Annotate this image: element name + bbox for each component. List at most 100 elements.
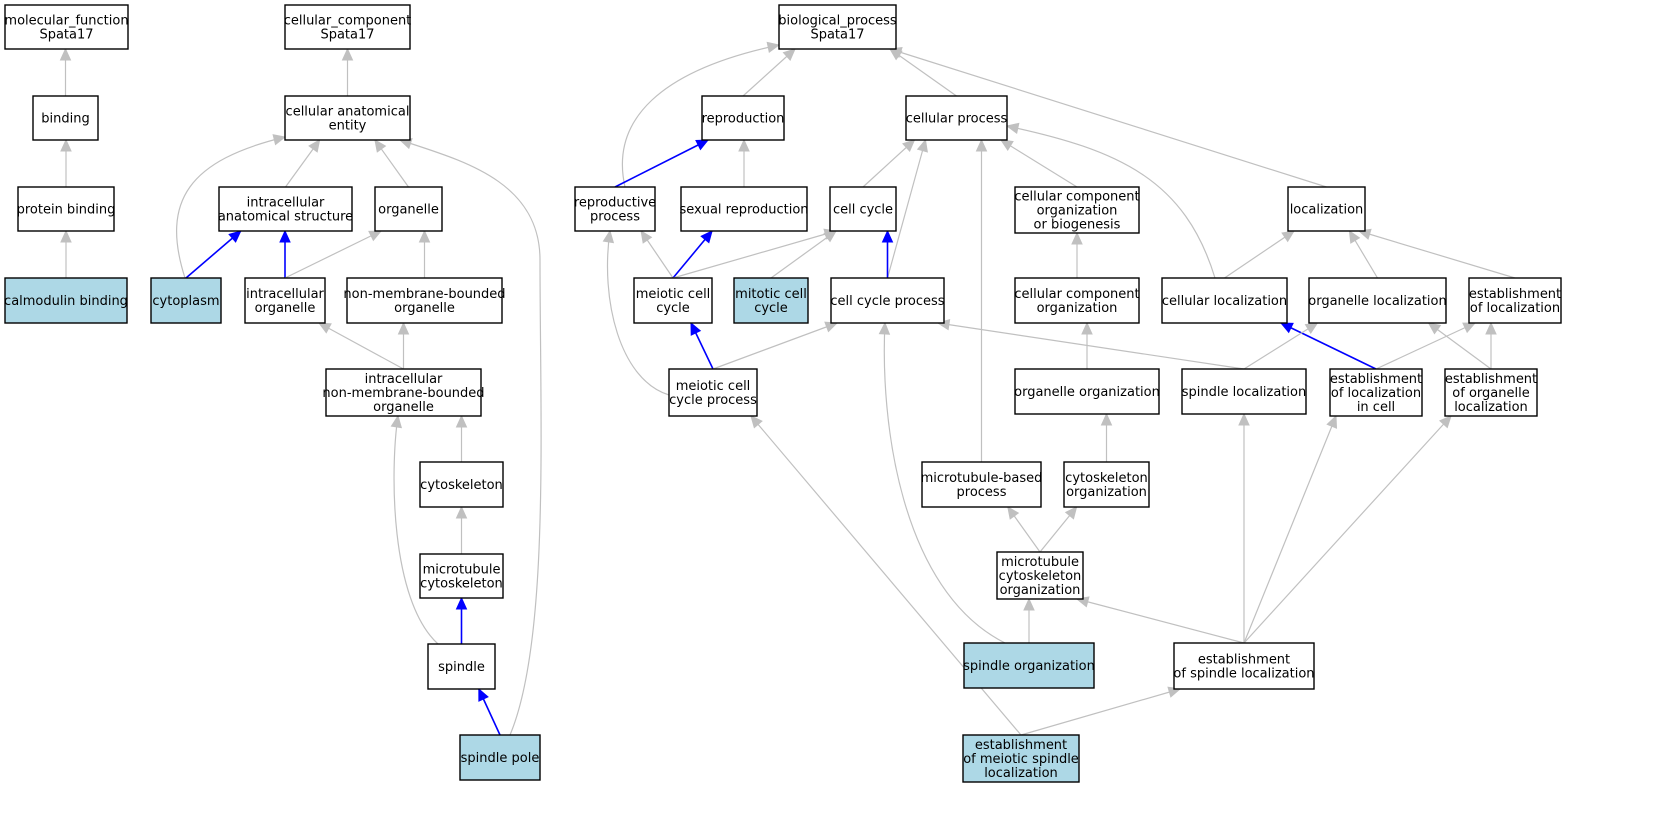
node-label: reproduction: [702, 112, 785, 127]
edge-cell_cycle_process-to-cell_cycle: [881, 229, 894, 278]
edge-establishment_localization-to-localization: [1357, 228, 1516, 279]
node-label: of localization: [1331, 386, 1421, 401]
node-cell-cycle[interactable]: cell cycle: [829, 186, 897, 232]
node-organelle[interactable]: organelle: [374, 186, 443, 232]
edge-spindle-to-mt_cytoskeleton: [455, 596, 468, 644]
node-box: [668, 368, 758, 417]
node-localization[interactable]: localization: [1287, 186, 1366, 232]
edge-line: [1358, 230, 1516, 279]
node-box: [284, 4, 411, 50]
node-label: of organelle: [1452, 386, 1529, 401]
node-spindle-org[interactable]: spindle organization: [963, 642, 1095, 689]
node-label: microtubule-based: [921, 471, 1043, 486]
node-box: [218, 186, 353, 232]
edge-arrowhead: [1238, 412, 1250, 426]
node-label: meiotic cell: [676, 379, 751, 394]
edge-arrowhead: [878, 321, 891, 335]
edge-spindle_localization-to-organelle_localization: [1243, 322, 1319, 370]
edge-ccob-to-cellular_process: [999, 139, 1078, 188]
node-calmodulin-binding[interactable]: calmodulin binding: [4, 277, 128, 324]
node-sexual-reproduction[interactable]: sexual reproduction: [679, 186, 809, 232]
edge-localization-to-bp_root: [888, 46, 1327, 188]
edge-line: [770, 230, 837, 279]
node-cellular-process[interactable]: cellular process: [905, 95, 1008, 141]
node-label: establishment: [1330, 372, 1422, 387]
edge-arrowhead: [228, 230, 242, 243]
edge-line: [889, 48, 957, 97]
node-organelle-localization[interactable]: organelle localization: [1308, 277, 1447, 324]
edge-arrowhead: [455, 505, 468, 519]
node-label: establishment: [975, 738, 1067, 753]
node-label: cellular anatomical: [286, 105, 410, 120]
node-intracell-nonmem-organelle[interactable]: intracellularnon-membrane-boundedorganel…: [322, 368, 485, 417]
node-box: [963, 642, 1095, 689]
node-cytoplasm[interactable]: cytoplasm: [150, 277, 222, 324]
node-spindle-pole[interactable]: spindle pole: [459, 734, 541, 781]
edge-arrowhead: [455, 414, 468, 428]
node-cellular-localization[interactable]: cellular localization: [1161, 277, 1288, 324]
node-cell-cycle-process[interactable]: cell cycle process: [830, 277, 945, 324]
node-spindle[interactable]: spindle: [427, 643, 496, 690]
edge-mt_cytoskeleton_org-to-mt_based_process: [1007, 506, 1041, 553]
node-box: [419, 461, 504, 508]
node-organelle-org[interactable]: organelle organization: [1014, 368, 1160, 415]
node-box: [680, 186, 808, 232]
node-box: [284, 95, 411, 141]
node-label: organization: [1066, 485, 1147, 500]
node-box: [1444, 368, 1538, 417]
edge-cellular_localization-to-cellular_process: [1005, 122, 1216, 279]
node-box: [150, 277, 222, 324]
edge-arrowhead: [60, 229, 72, 243]
node-box: [244, 277, 326, 324]
edge-line: [886, 139, 927, 279]
node-label: intracellular: [365, 372, 443, 387]
node-reproduction[interactable]: reproduction: [701, 95, 785, 141]
edge-line: [1280, 322, 1377, 370]
edge-line: [1375, 322, 1476, 370]
edge-meiotic_cc_process-to-meiotic_cell_cycle: [690, 321, 714, 370]
edge-cellular_localization-to-localization: [1224, 230, 1296, 279]
edge-mt_cytoskeleton_org-to-cytoskeleton_org: [1039, 506, 1078, 553]
node-label: organelle: [373, 400, 434, 415]
node-box: [4, 4, 129, 50]
node-box: [346, 277, 503, 324]
node-protein-binding[interactable]: protein binding: [17, 186, 116, 232]
node-spindle-localization[interactable]: spindle localization: [1181, 368, 1307, 415]
edge-arrowhead: [478, 687, 489, 702]
node-label: of spindle localization: [1173, 667, 1314, 682]
node-label: organization: [1037, 301, 1118, 316]
node-box: [1063, 461, 1150, 508]
edge-layer: [59, 41, 1516, 736]
node-box: [830, 277, 945, 324]
node-label: of localization: [1470, 301, 1560, 316]
edge-arrowhead: [368, 230, 383, 242]
node-label: molecular_function: [4, 14, 128, 29]
node-cytoskeleton[interactable]: cytoskeleton: [419, 461, 504, 508]
edge-line: [176, 136, 286, 279]
edge-protein_binding-to-binding: [60, 138, 72, 187]
node-label: spindle pole: [461, 751, 540, 766]
node-binding[interactable]: binding: [32, 95, 99, 141]
